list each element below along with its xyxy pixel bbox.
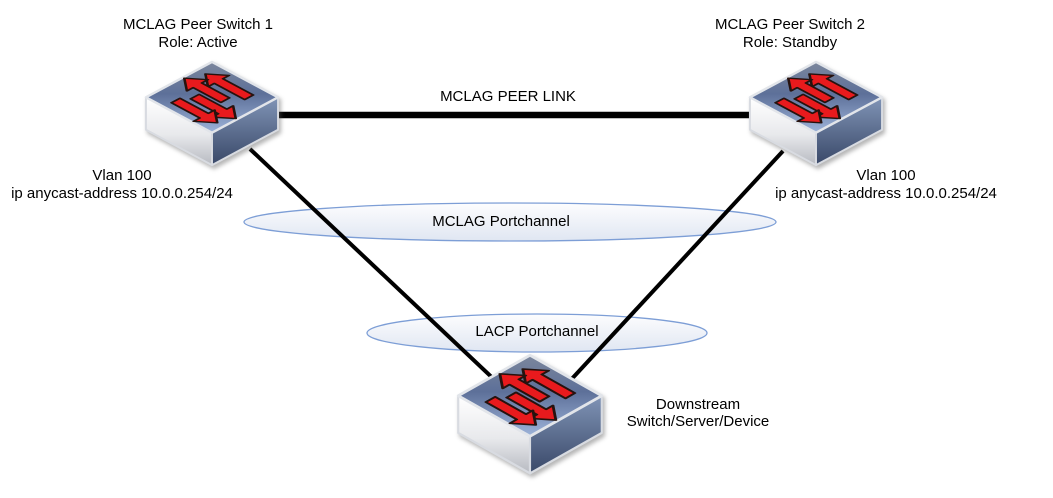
switch2-icon bbox=[747, 60, 885, 170]
downstream-switch-icon bbox=[455, 353, 605, 479]
switch2-anycast: ip anycast-address 10.0.0.254/24 bbox=[775, 185, 997, 202]
switch2-vlan-label: Vlan 100 ip anycast-address 10.0.0.254/2… bbox=[775, 167, 997, 203]
switch1-anycast: ip anycast-address 10.0.0.254/24 bbox=[11, 185, 233, 202]
switch1-to-downstream-line bbox=[248, 147, 502, 387]
mclag-portchannel-ellipse bbox=[243, 202, 777, 242]
switch2-role: Role: Standby bbox=[742, 34, 838, 51]
switch2-title: MCLAG Peer Switch 2 bbox=[714, 16, 866, 33]
lacp-portchannel-label: LACP Portchannel bbox=[475, 323, 599, 340]
switch2-vlan: Vlan 100 bbox=[856, 167, 916, 184]
downstream-title: Downstream bbox=[655, 396, 741, 413]
peer-link-label: MCLAG PEER LINK bbox=[440, 88, 576, 105]
switch1-title: MCLAG Peer Switch 1 bbox=[122, 16, 274, 33]
switch2-label: MCLAG Peer Switch 2 Role: Standby bbox=[715, 16, 865, 52]
switch1-vlan-label: Vlan 100 ip anycast-address 10.0.0.254/2… bbox=[11, 167, 233, 203]
switch1-role: Role: Active bbox=[158, 34, 238, 51]
switch1-icon bbox=[143, 60, 281, 170]
switch2-to-downstream-line bbox=[566, 149, 785, 385]
downstream-label: Downstream Switch/Server/Device bbox=[627, 396, 770, 430]
mclag-portchannel-label: MCLAG Portchannel bbox=[432, 213, 570, 230]
downstream-subtitle: Switch/Server/Device bbox=[626, 413, 770, 430]
switch1-vlan: Vlan 100 bbox=[92, 167, 152, 184]
switch1-label: MCLAG Peer Switch 1 Role: Active bbox=[123, 16, 273, 52]
